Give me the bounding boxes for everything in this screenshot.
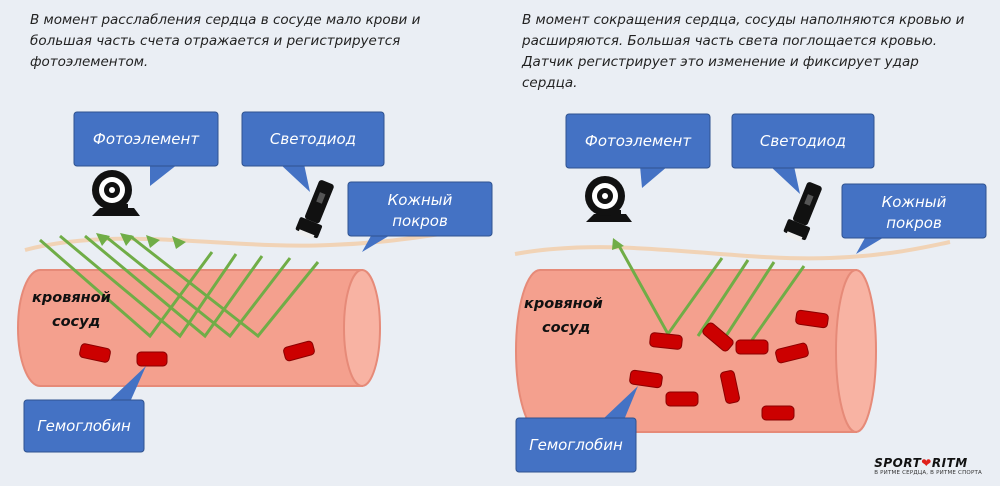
led-callout: Светодиод <box>241 111 385 192</box>
blood-cells <box>629 309 829 421</box>
relaxation-caption: В момент расслабления сердца в сосуде ма… <box>30 12 421 70</box>
logo-brand-left: SPORT <box>874 456 922 470</box>
skin-line <box>514 240 951 261</box>
blood-cell <box>665 391 699 407</box>
skin-label-line1: Кожный <box>388 191 453 209</box>
blood-cell <box>720 370 740 404</box>
flashlight-icon <box>295 180 334 240</box>
blood-cell <box>79 343 111 363</box>
skin-label-line2: покров <box>392 212 448 230</box>
hemoglobin-callout: Гемоглобин <box>515 386 638 473</box>
vessel-label-line1: кровяной <box>32 290 111 306</box>
light-ray-arrowheads <box>612 238 624 250</box>
heart-icon: ❤ <box>921 456 932 470</box>
skin-label-line2: покров <box>886 214 942 232</box>
skin-callout: Кожный покров <box>347 181 493 252</box>
light-ray-arrowheads <box>96 233 186 249</box>
blood-cell <box>702 322 734 352</box>
blood-cell <box>629 369 663 389</box>
photodetector-icon <box>585 176 632 222</box>
photoelement-label: Фотоэлемент <box>93 130 200 148</box>
vessel-label-line1: кровяной <box>524 296 603 312</box>
flashlight-icon <box>783 182 822 242</box>
vessel-label-line2: сосуд <box>542 320 590 336</box>
led-label: Светодиод <box>760 132 846 150</box>
relaxation-diagram: Фотоэлемент Светодиод Кожный покров кров… <box>17 111 493 453</box>
blood-cells <box>79 340 315 367</box>
logo-tagline: В РИТМЕ СЕРДЦА, В РИТМЕ СПОРТА <box>874 470 982 476</box>
blood-cell <box>283 340 315 362</box>
blood-cell <box>795 309 829 329</box>
logo-wordmark: SPORT❤RITM <box>874 456 982 470</box>
led-callout: Светодиод <box>731 113 875 194</box>
vessel-label-line2: сосуд <box>52 314 100 330</box>
hemoglobin-callout: Гемоглобин <box>23 366 146 453</box>
light-rays <box>39 234 320 339</box>
photodetector-icon <box>92 170 140 216</box>
blood-cell <box>735 339 769 355</box>
photoelement-label: Фотоэлемент <box>585 132 692 150</box>
contraction-caption: В момент сокращения сердца, сосуды напол… <box>522 12 965 91</box>
photoelement-callout: Фотоэлемент <box>565 113 711 188</box>
hemoglobin-label: Гемоглобин <box>529 436 623 454</box>
relaxation-panel: В момент расслабления сердца в сосуде ма… <box>17 12 493 453</box>
logo-brand-right: RITM <box>931 456 968 470</box>
hemoglobin-label: Гемоглобин <box>37 417 131 435</box>
contraction-diagram: Фотоэлемент Светодиод Кожный покров кров… <box>514 113 987 473</box>
photoelement-callout: Фотоэлемент <box>73 111 219 186</box>
blood-cell <box>761 405 795 421</box>
blood-cell <box>136 351 168 367</box>
blood-cell <box>775 342 809 364</box>
skin-callout: Кожный покров <box>841 183 987 254</box>
skin-label-line1: Кожный <box>882 193 947 211</box>
blood-cell <box>649 332 683 350</box>
led-label: Светодиод <box>270 130 356 148</box>
brand-logo: SPORT❤RITM В РИТМЕ СЕРДЦА, В РИТМЕ СПОРТ… <box>874 456 982 476</box>
contraction-panel: В момент сокращения сердца, сосуды напол… <box>500 0 1000 486</box>
